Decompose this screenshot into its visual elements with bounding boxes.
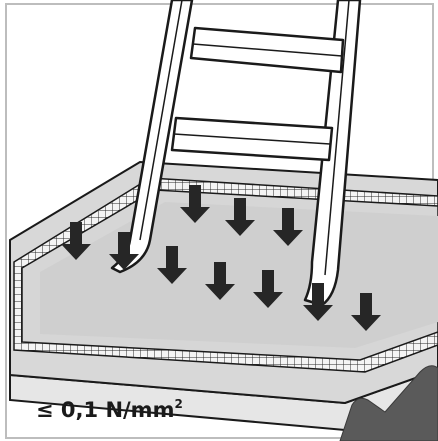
load-arrow-icon: [303, 283, 333, 321]
pressure-limit-label: ≤ 0,1 N/mm2: [36, 397, 183, 422]
ladder-rung-middle-edge: [173, 133, 331, 145]
ladder-left-rail-inner: [139, 0, 183, 241]
ladder: [110, 0, 362, 307]
load-arrow-icon: [61, 222, 91, 260]
load-arrow-icon: [205, 262, 235, 300]
check-mark-icon: [339, 365, 438, 441]
load-arrow-icon: [225, 198, 255, 236]
ladder-right-rail-inner: [324, 0, 350, 276]
pressure-value: 0,1: [60, 398, 99, 422]
unit-exponent: 2: [174, 397, 183, 411]
load-arrows: [61, 185, 381, 331]
load-arrow-icon: [273, 208, 303, 246]
load-arrow-icon: [180, 185, 210, 223]
ladder-rung-top-edge: [192, 43, 343, 57]
le-symbol: ≤: [36, 398, 54, 422]
pressure-unit: N/mm: [105, 398, 175, 422]
load-arrow-icon: [351, 293, 381, 331]
load-arrow-icon: [253, 270, 283, 308]
load-arrow-icon: [157, 246, 187, 284]
load-arrow-icon: [109, 232, 139, 270]
